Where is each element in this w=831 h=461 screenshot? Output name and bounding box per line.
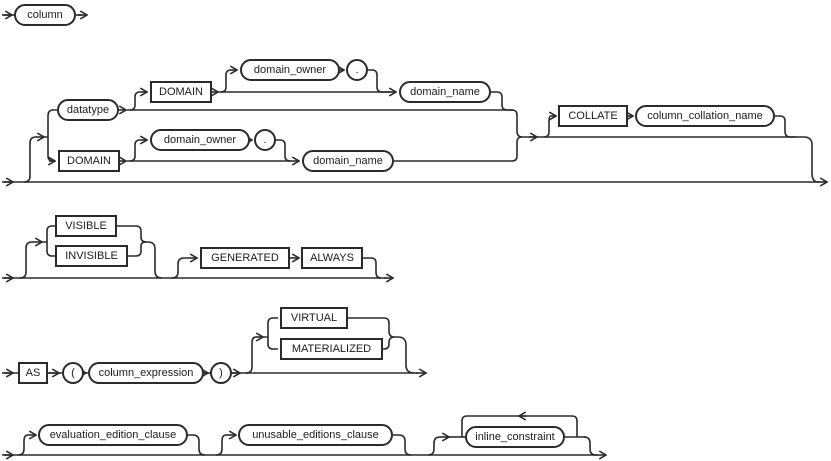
keyword-collate: COLLATE — [558, 105, 628, 127]
keyword-domain-bottom: DOMAIN — [58, 150, 120, 172]
terminal-datatype: datatype — [57, 99, 119, 121]
terminal-column-collation-name: column_collation_name — [635, 105, 775, 127]
terminal-dot-bottom: . — [254, 129, 276, 151]
terminal-column-expression: column_expression — [88, 362, 204, 384]
terminal-open-paren: ( — [62, 362, 84, 384]
terminal-domain-name-top: domain_name — [399, 81, 491, 103]
terminal-dot-top: . — [346, 59, 368, 81]
terminal-unusable-editions-clause: unusable_editions_clause — [238, 424, 393, 446]
terminal-inline-constraint: inline_constraint — [465, 426, 565, 448]
terminal-domain-owner-top: domain_owner — [240, 59, 340, 81]
terminal-domain-owner-bottom: domain_owner — [150, 129, 250, 151]
keyword-as: AS — [18, 362, 48, 384]
terminal-domain-name-bottom: domain_name — [302, 150, 394, 172]
keyword-materialized: MATERIALIZED — [280, 338, 383, 360]
keyword-generated: GENERATED — [200, 247, 290, 269]
terminal-evaluation-edition-clause: evaluation_edition_clause — [38, 424, 188, 446]
keyword-always: ALWAYS — [301, 247, 363, 269]
keyword-domain-top: DOMAIN — [150, 81, 212, 103]
keyword-visible: VISIBLE — [55, 215, 117, 237]
terminal-close-paren: ) — [210, 362, 232, 384]
keyword-invisible: INVISIBLE — [55, 245, 128, 267]
keyword-virtual: VIRTUAL — [280, 307, 348, 329]
terminal-column: column — [14, 4, 76, 26]
